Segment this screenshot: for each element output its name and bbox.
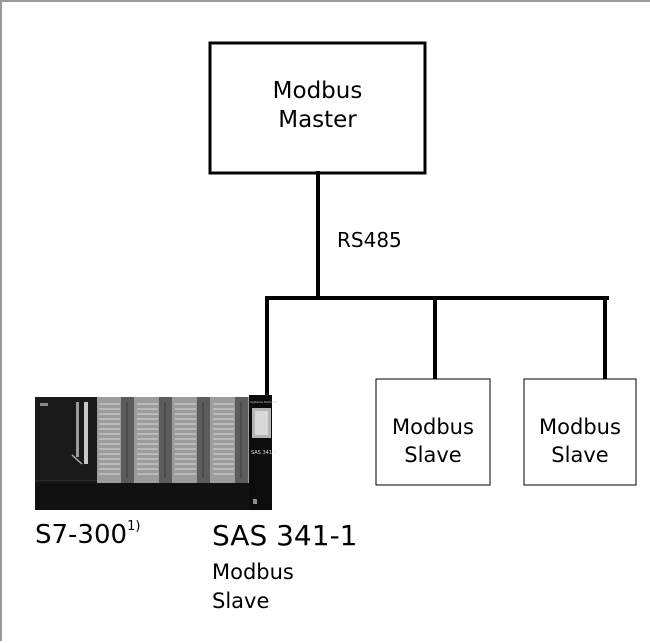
sas-module-face: SAS 341-1 — [251, 451, 277, 456]
slave-a-label: Modbus Slave — [376, 413, 490, 469]
sas-role-label: Modbus Slave — [212, 558, 294, 616]
plc-footnote: 1) — [127, 519, 140, 534]
master-label: Modbus Master — [210, 77, 425, 135]
slave-a-line2: Slave — [376, 441, 490, 469]
bus-label: RS485 — [337, 230, 402, 250]
slave-b-line2: Slave — [524, 441, 636, 469]
plc-label: S7-3001) — [35, 522, 140, 548]
plc-label-text: S7-300 — [35, 520, 127, 550]
sas-module-brand: Systeme Helmholz — [250, 401, 278, 404]
sas-role-line2: Slave — [212, 587, 294, 616]
slave-a-line1: Modbus — [376, 413, 490, 441]
plc-rack-illustration — [35, 395, 272, 510]
sas-title: SAS 341-1 — [212, 522, 357, 550]
slave-b-label: Modbus Slave — [524, 413, 636, 469]
master-label-line1: Modbus — [210, 77, 425, 106]
sas-role-line1: Modbus — [212, 558, 294, 587]
master-label-line2: Master — [210, 106, 425, 135]
io-modules — [97, 397, 249, 483]
slave-b-line1: Modbus — [524, 413, 636, 441]
bus-wiring — [267, 173, 607, 397]
